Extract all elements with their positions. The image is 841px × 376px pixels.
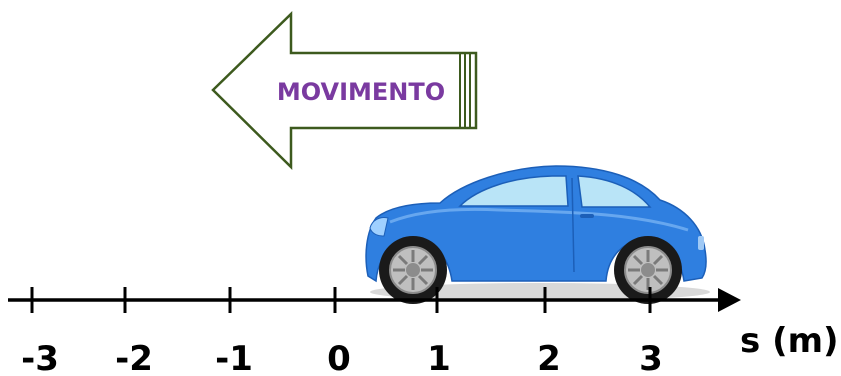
motion-arrow-label: MOVIMENTO [277,78,445,106]
axis-tick-label: -2 [115,339,153,376]
axis-tick-label: -3 [21,339,59,376]
axis-tick-label: 2 [537,339,561,376]
car-headlight [369,217,389,237]
axis-tick-label: 1 [427,339,451,376]
car-front-wheel [379,236,447,304]
car-door-handle [580,214,594,218]
axis-arrowhead [718,288,741,312]
axis-label: s (m) [740,321,839,361]
car-icon [365,165,710,304]
motion-arrow-shape [211,11,478,170]
motion-arrow: MOVIMENTO [211,11,478,170]
axis-tick-label: -1 [215,339,253,376]
car-highlight [389,207,689,232]
car-front-window [458,175,569,207]
car-rear-window [577,175,652,208]
car-tail-light [698,236,704,250]
car-door-line [571,177,575,273]
position-axis: -3 -2 -1 0 1 2 3 s (m) [8,287,839,376]
car-rear-wheel [614,236,682,304]
axis-tick-label: 3 [639,339,663,376]
axis-tick-label: 0 [327,339,351,376]
